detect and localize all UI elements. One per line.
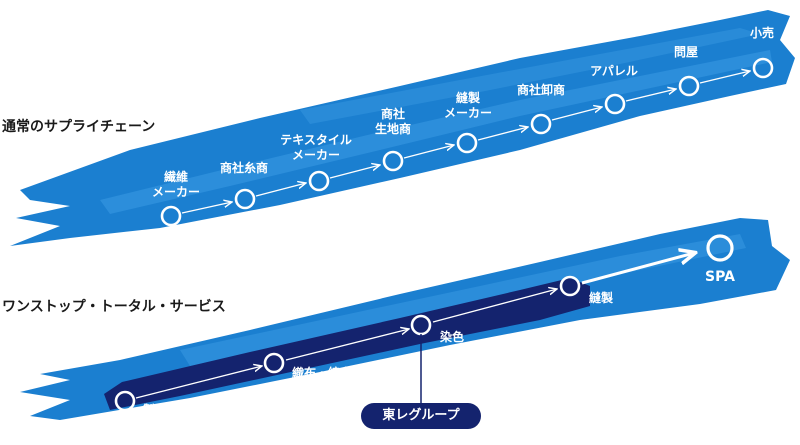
brush-stroke-one-stop (20, 218, 790, 420)
node-textile-maker (308, 170, 330, 192)
label-yarn-trader: 商社糸商 (219, 161, 269, 175)
label-weaving-knitting: 織布・編立 (292, 366, 353, 380)
label-yarn-spinning: 製糸 (143, 403, 168, 417)
node-fiber-maker (160, 205, 182, 227)
node-fabric-trader (382, 150, 404, 172)
label-sewing-maker: 縫製メーカー (443, 91, 493, 120)
label-dyeing: 染色 (440, 330, 465, 344)
label-spa: SPA (705, 269, 735, 285)
nodes-conventional (160, 57, 774, 227)
label-wholesaler: 問屋 (673, 45, 699, 59)
label-wholesale-trader: 商社卸商 (516, 83, 566, 97)
node-apparel (604, 93, 626, 115)
label-retail: 小売 (749, 26, 775, 40)
conventional-chain-title: 通常のサプライチェーン (2, 119, 156, 135)
node-wholesaler (678, 75, 700, 97)
node-retail (752, 57, 774, 79)
node-wholesale-trader (530, 113, 552, 135)
node-spa (706, 234, 734, 262)
one-stop-service-title: ワンストップ・トータル・サービス (2, 299, 226, 315)
label-sewing: 縫製 (589, 291, 614, 305)
label-apparel: アパレル (590, 64, 638, 78)
node-sewing-maker (456, 132, 478, 154)
label-fabric-trader: 商社生地商 (374, 107, 412, 136)
node-yarn-trader (234, 188, 256, 210)
label-textile-maker: テキスタイルメーカー (280, 133, 352, 162)
node-weaving-knitting (263, 352, 285, 374)
brush-stroke-conventional (10, 10, 795, 246)
connectors-conventional (181, 71, 750, 214)
node-yarn-spinning (114, 390, 136, 412)
node-sewing (559, 275, 581, 297)
label-fiber-maker: 繊維メーカー (151, 170, 201, 199)
connectors-one-stop (135, 253, 694, 399)
toray-group-badge: 東レグループ (361, 403, 481, 429)
nodes-one-stop (114, 234, 734, 412)
